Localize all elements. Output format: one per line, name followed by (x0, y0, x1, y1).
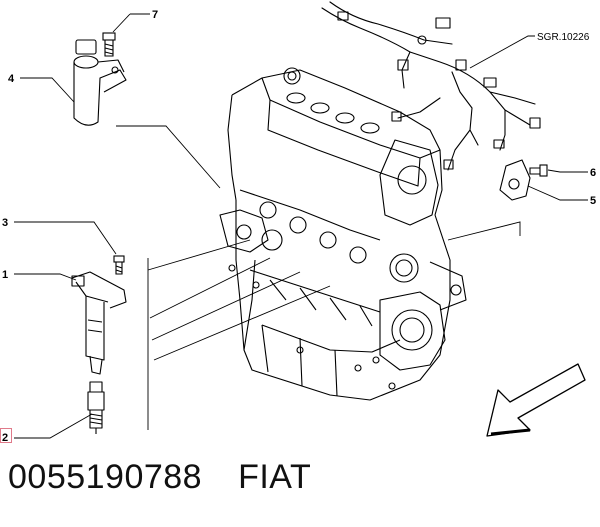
callout-2-box (0, 428, 12, 443)
spark-plug-part-2 (87, 381, 105, 434)
callout-2: 2 (2, 432, 8, 444)
callout-5: 5 (590, 195, 596, 207)
knock-sensor-part-5 (499, 159, 531, 201)
engine-block (219, 67, 467, 401)
bolt-part-6 (529, 164, 548, 177)
reference-code: SGR.10226 (537, 32, 590, 43)
callout-3: 3 (2, 217, 8, 229)
callout-7: 7 (152, 9, 158, 21)
direction-arrow (486, 363, 586, 437)
wiring-harness (321, 1, 541, 171)
part-caption: 0055190788 FIAT (8, 458, 347, 497)
callout-4: 4 (8, 73, 15, 85)
callout-6: 6 (590, 167, 596, 179)
ignition-coil-part-1 (71, 271, 127, 375)
brand-name: FIAT (238, 458, 312, 496)
part-number: 0055190788 (8, 458, 203, 496)
callout-1: 1 (2, 269, 8, 281)
leader-lines (14, 13, 588, 439)
bolt-part-3 (113, 255, 125, 275)
bolt-part-7 (102, 32, 116, 57)
camshaft-sensor-part-4 (73, 39, 127, 126)
